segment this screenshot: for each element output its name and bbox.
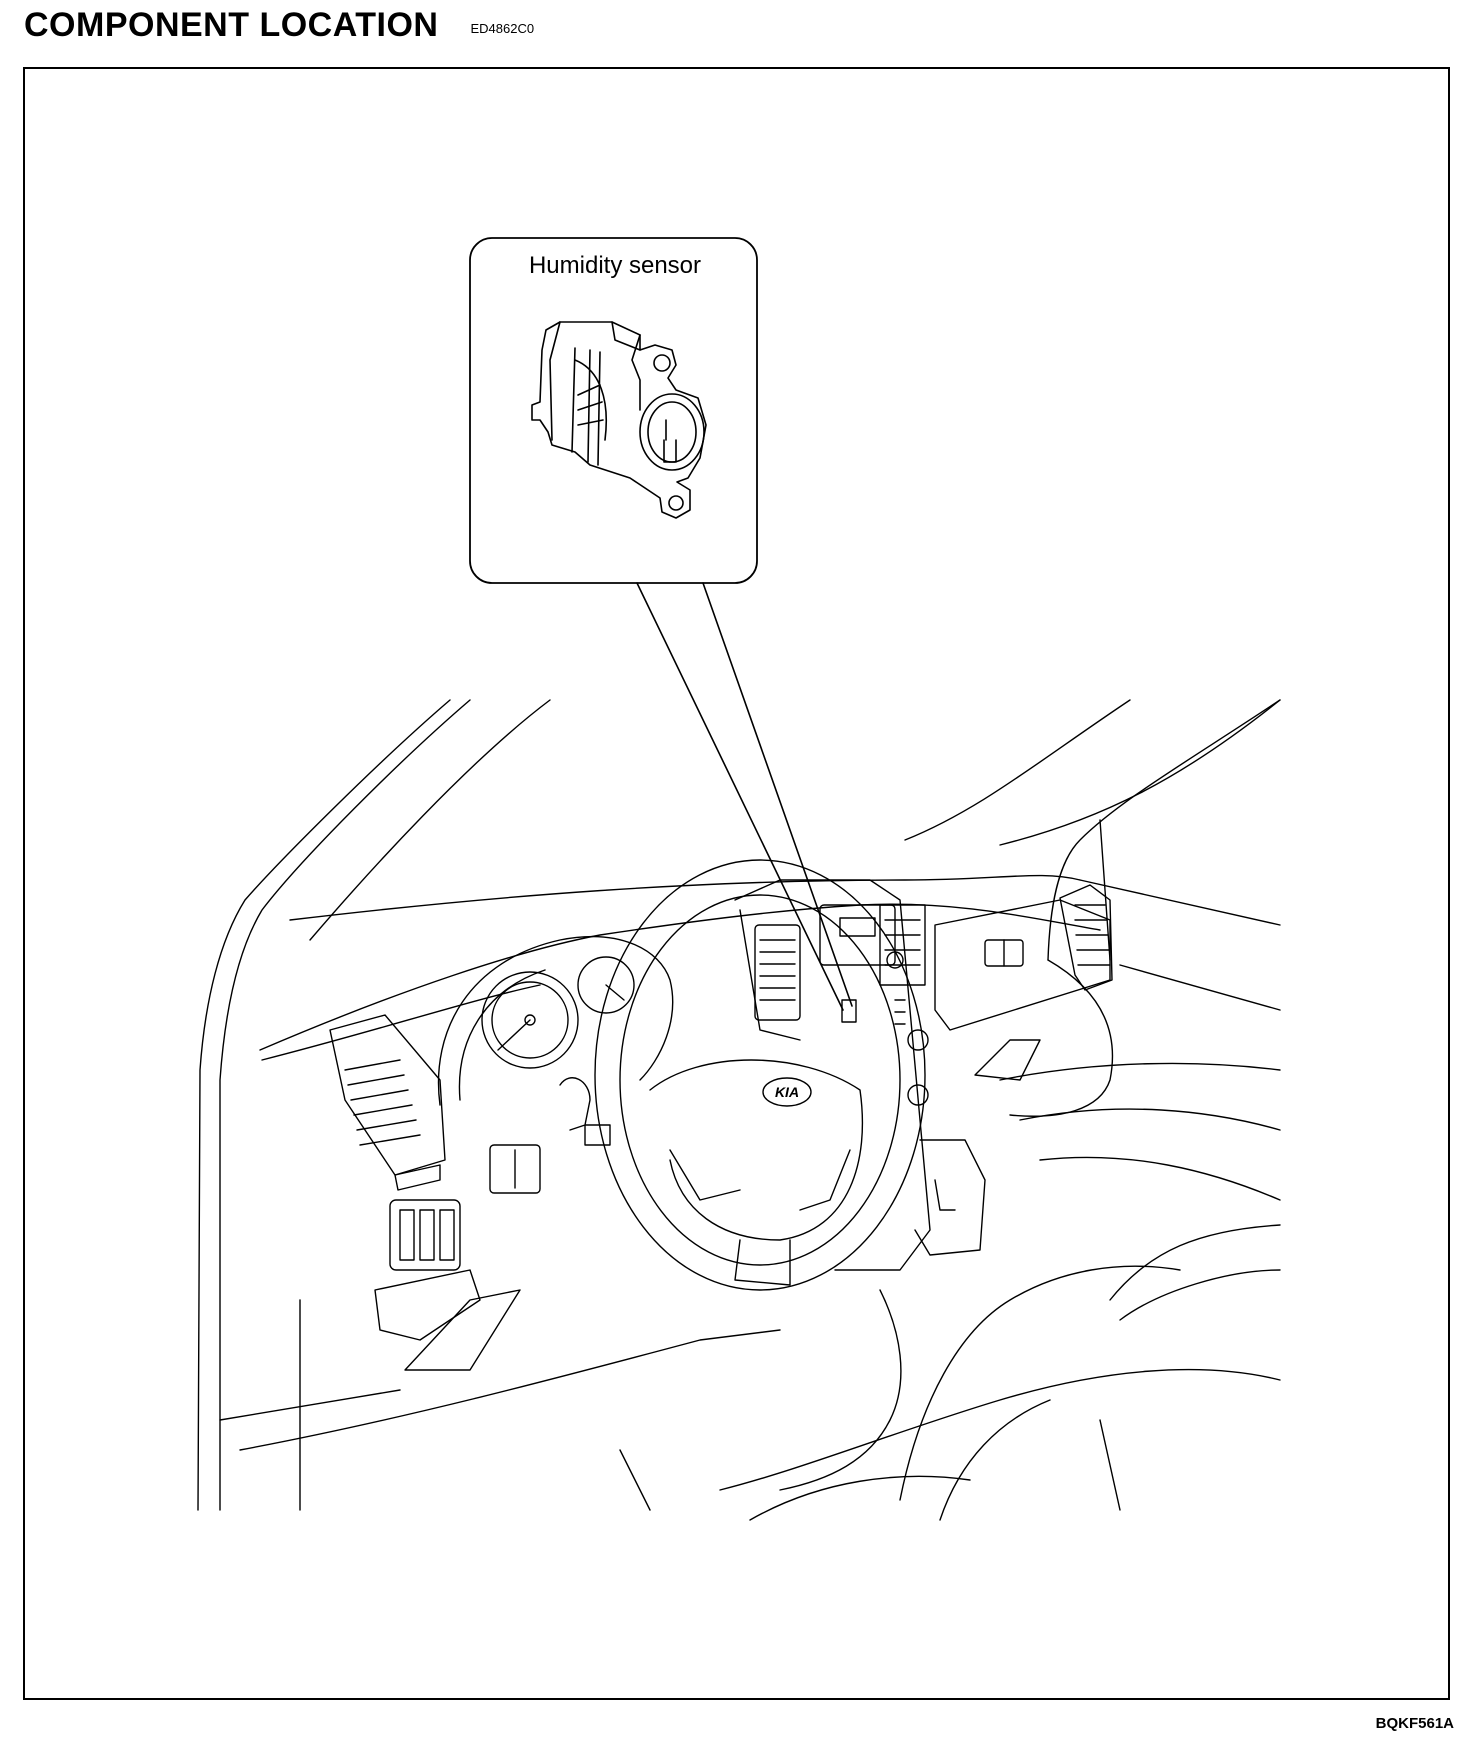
center-vent xyxy=(754,924,801,1021)
diagram-frame xyxy=(23,67,1450,1700)
instrument-cluster xyxy=(437,936,674,1106)
page-header: COMPONENT LOCATION ED4862C0 xyxy=(24,6,534,50)
callout-box xyxy=(469,237,853,1011)
radio-unit xyxy=(819,904,896,966)
windshield-pillar xyxy=(197,699,451,1511)
document-code: ED4862C0 xyxy=(470,21,535,36)
page-title: COMPONENT LOCATION xyxy=(24,6,439,44)
dashboard-top xyxy=(259,903,1101,1051)
humidity-sensor-icon xyxy=(531,321,707,519)
instrument-gauge-icon xyxy=(481,971,579,1069)
callout-pointer xyxy=(636,582,844,1011)
humidity-sensor-label: Humidity sensor xyxy=(528,252,702,279)
seat-icon xyxy=(719,1368,1281,1491)
left-air-vent xyxy=(329,1014,446,1191)
dashboard-illustration xyxy=(197,699,1281,1521)
figure-code: BQKF561A xyxy=(1375,1715,1454,1732)
sensor-location-marker xyxy=(841,999,857,1023)
steering-wheel-badge xyxy=(762,1077,812,1107)
steering-wheel-icon xyxy=(594,859,926,1291)
air-vent-icon xyxy=(1059,884,1113,991)
